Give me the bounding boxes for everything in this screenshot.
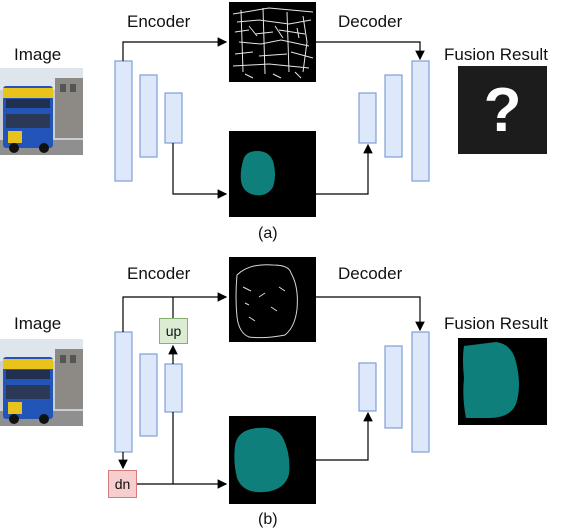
- upsample-box: up: [159, 318, 188, 344]
- caption-b: (b): [258, 511, 278, 528]
- b-arrow-to-edge: [122, 292, 228, 332]
- a-decoder-block-1: [358, 92, 377, 144]
- a-arrow-to-edge: [122, 37, 228, 61]
- panel-a-decoder-label: Decoder: [338, 12, 403, 31]
- panel-a-mask-map: [229, 131, 316, 217]
- panel-a-bus-image: [0, 68, 83, 155]
- a-encoder-block-2: [139, 74, 158, 158]
- panel-a-encoder-label: Encoder: [127, 12, 191, 31]
- downsample-label: dn: [114, 476, 131, 492]
- caption-a: (a): [258, 225, 278, 242]
- a-arrow-mask-to-decoder: [316, 143, 373, 195]
- b-arrow-edge-to-decoder: [316, 296, 425, 332]
- b-decoder-block-3: [411, 331, 430, 453]
- b-encoder-block-1: [114, 331, 133, 453]
- downsample-box: dn: [108, 470, 137, 498]
- panel-b-edge-map: [229, 257, 316, 342]
- question-mark-icon: ?: [483, 75, 522, 145]
- b-encoder-block-2: [139, 353, 158, 437]
- a-arrow-to-mask: [172, 143, 228, 199]
- panel-b-mask-map: [229, 416, 316, 504]
- a-arrow-edge-to-decoder: [316, 41, 425, 61]
- a-encoder-block-1: [114, 60, 133, 182]
- panel-b-decoder-label: Decoder: [338, 264, 403, 283]
- a-encoder-block-3: [164, 92, 183, 144]
- b-arrow-mask-to-decoder: [316, 411, 373, 461]
- panel-b-image-label: Image: [14, 314, 62, 333]
- panel-b-bus-image: [0, 339, 83, 426]
- panel-b-fusion-result: [458, 338, 547, 425]
- panel-a-fusion-result: ?: [458, 66, 547, 154]
- panel-b-fusion-label: Fusion Result: [444, 314, 548, 333]
- b-decoder-block-1: [358, 362, 377, 412]
- panel-a-edge-map: [229, 2, 316, 82]
- panel-a-fusion-label: Fusion Result: [444, 45, 548, 64]
- panel-b-encoder-label: Encoder: [127, 264, 191, 283]
- b-encoder-block-3: [164, 363, 183, 413]
- a-decoder-block-3: [411, 60, 430, 182]
- upsample-label: up: [165, 323, 182, 339]
- panel-a-image-label: Image: [14, 45, 62, 64]
- a-decoder-block-2: [384, 74, 403, 158]
- b-decoder-block-2: [384, 345, 403, 429]
